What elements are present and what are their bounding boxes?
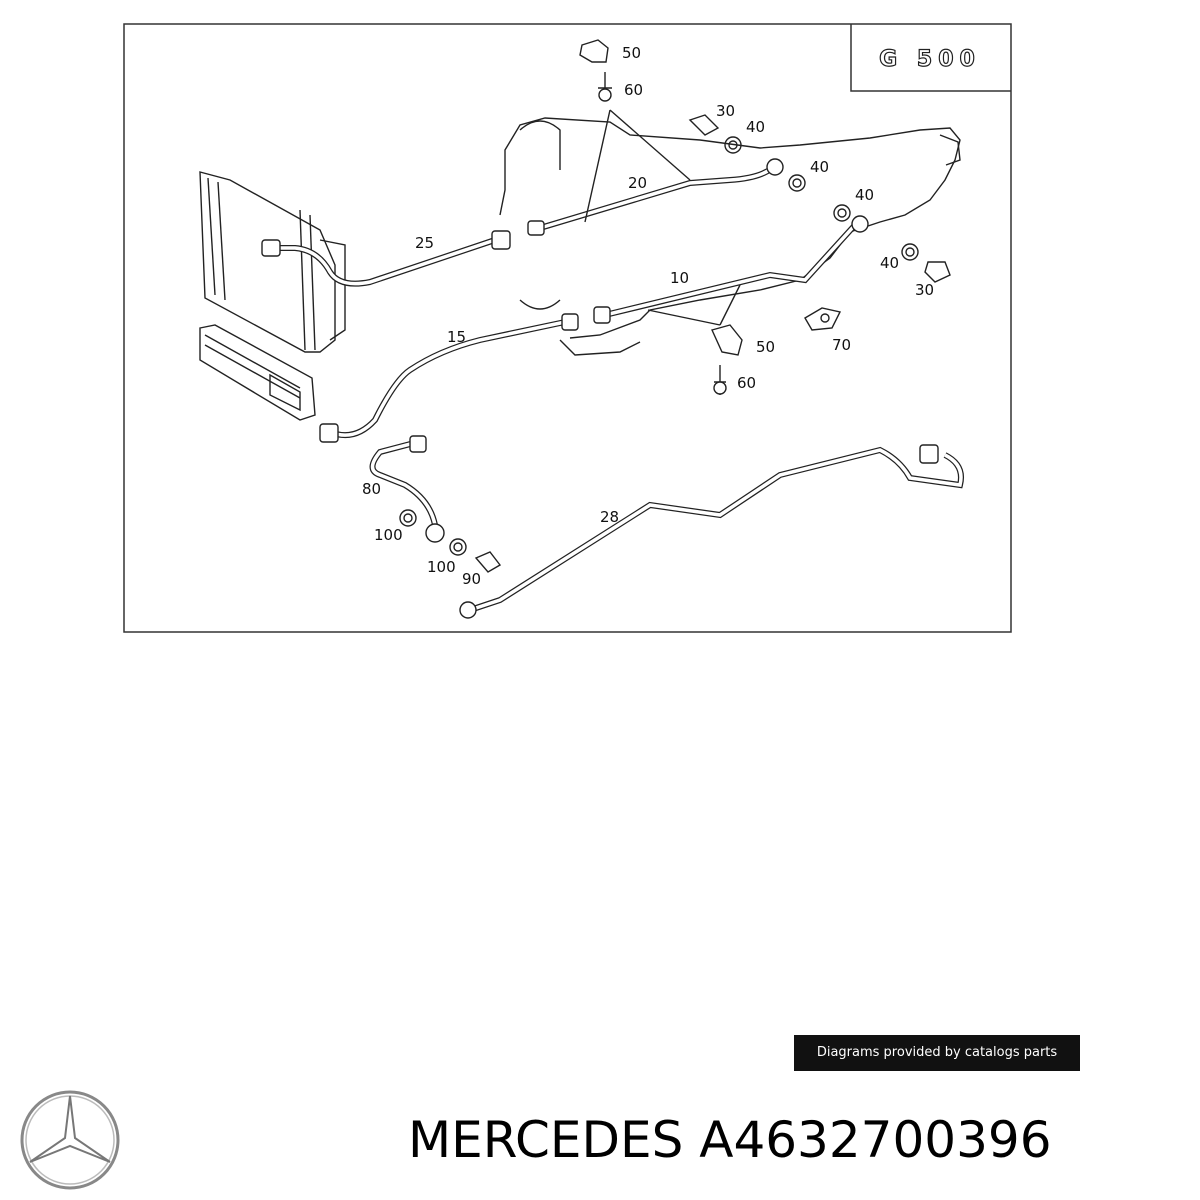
- radiator: [199, 171, 336, 353]
- model-badge: G 500: [879, 47, 981, 72]
- bolt-30-upper: [688, 114, 720, 136]
- diagram-border: [123, 23, 1012, 633]
- bolt-30-lower: [924, 261, 951, 283]
- callout-70: 70: [832, 336, 851, 354]
- bolt-90: [474, 551, 502, 573]
- callout-40: 40: [746, 118, 765, 136]
- callout-60: 60: [624, 81, 643, 99]
- diagram-lines: [199, 39, 964, 619]
- callout-80: 80: [362, 480, 381, 498]
- clip-mid: [711, 324, 743, 356]
- washer-40-a: [724, 136, 742, 154]
- brand-name: MERCEDES: [408, 1111, 684, 1169]
- callout-10: 10: [670, 269, 689, 287]
- callout-28: 28: [600, 508, 619, 526]
- callout-40: 40: [880, 254, 899, 272]
- part-number: A4632700396: [699, 1111, 1052, 1169]
- mercedes-star-icon: [20, 1090, 120, 1190]
- transmission-outline: [499, 117, 961, 339]
- callout-90: 90: [462, 570, 481, 588]
- washer-40-d: [901, 243, 919, 261]
- callout-60: 60: [737, 374, 756, 392]
- washer-100-b: [449, 538, 467, 556]
- callout-20: 20: [628, 174, 647, 192]
- part-title: MERCEDES A4632700396: [408, 1110, 1052, 1170]
- callout-30: 30: [915, 281, 934, 299]
- badge-box: [850, 24, 1011, 92]
- pipe-10: [604, 222, 858, 318]
- washer-100-a: [399, 509, 417, 527]
- callout-40: 40: [810, 158, 829, 176]
- clip-top: [579, 39, 609, 63]
- washer-40-c: [833, 204, 851, 222]
- oil-cooler: [199, 324, 316, 421]
- callout-100: 100: [374, 526, 403, 544]
- callout-50: 50: [756, 338, 775, 356]
- banjo-fitting: [425, 523, 445, 543]
- credit-banner: Diagrams provided by catalogs parts: [794, 1035, 1080, 1071]
- washer-40-b: [788, 174, 806, 192]
- callout-25: 25: [415, 234, 434, 252]
- callouts: 50 60 30 40 40 40 20 25 10 40 30 15 50 7…: [362, 44, 934, 588]
- callout-40: 40: [855, 186, 874, 204]
- callout-50: 50: [622, 44, 641, 62]
- callout-15: 15: [447, 328, 466, 346]
- pipe-28: [469, 446, 964, 613]
- callout-30: 30: [716, 102, 735, 120]
- bracket-70: [804, 307, 842, 331]
- callout-100: 100: [427, 558, 456, 576]
